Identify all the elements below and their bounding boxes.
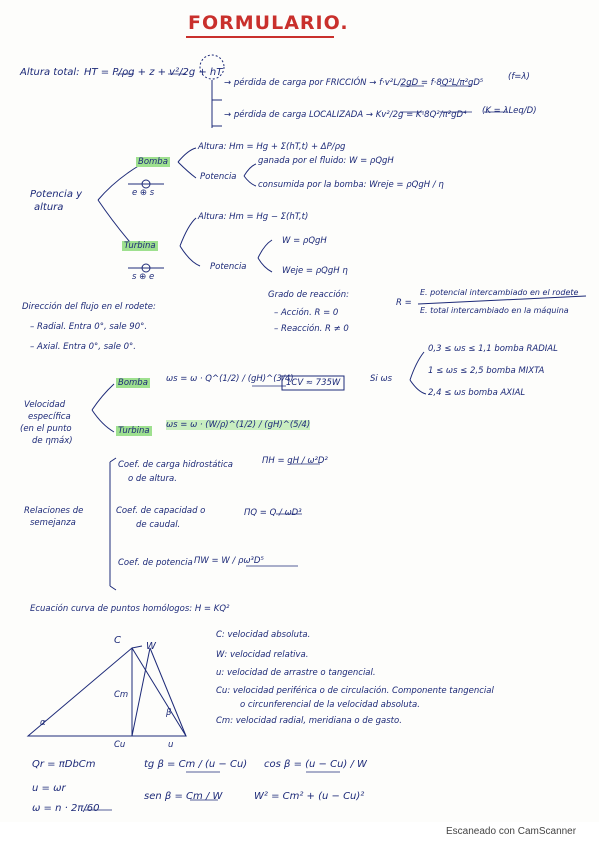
turbina-weje: Weje = ρQgH η [282,266,348,276]
turbina-label: Turbina [122,241,158,251]
direccion-axial: – Axial. Entra 0°, sale 0°. [30,342,136,352]
triangle-u-label: u [168,740,174,750]
triangle-w-line [131,647,151,737]
semejanza-label-1: Relaciones de [24,506,84,516]
r-formula-eq: R = [396,298,412,308]
turbina-brace-top [179,217,197,247]
velesp-brace-top [91,383,115,411]
formula-tg-beta: tg β = Cm / (u − Cu) [144,759,248,770]
velesp-label-2: específica [28,412,71,422]
bomba-pot-brace-bottom [243,175,257,187]
triangle-c-vertex: C [114,635,121,646]
velesp-turbina-label: Turbina [116,426,152,436]
coef-potencia-1: Coef. de potencia [118,558,193,568]
ht-dashed-circle [199,54,225,80]
turbina-pot-brace-bottom [257,257,273,273]
coef-caudal-formula: ΠQ = Q / ωD³ [244,508,302,518]
formula-qr: Qr = πDbCm [32,759,96,770]
turbina-w: W = ρQgH [282,236,327,246]
turbina-altura: Altura: Hm = Hg − Σ(hT,t) [198,212,309,222]
rango-radial: 0,3 ≤ ωs ≤ 1,1 bomba RADIAL [428,344,558,354]
potencia-label-1: Potencia y [30,189,83,200]
coef-caudal-2: de caudal. [136,520,181,530]
title-underline [186,36,334,38]
direccion-title: Dirección del flujo en el rodete: [22,302,156,312]
velesp-label-3: (en el punto [20,424,72,434]
bomba-symbol: e ⊕ s [132,188,155,198]
rango-mixta: 1 ≤ ωs ≤ 2,5 bomba MIXTA [428,366,545,376]
velesp-turbina-formula: ωs = ω · (W/ρ)^(1/2) / (gH)^(5/4) [166,420,311,430]
reaccion-accion: – Acción. R = 0 [274,308,339,318]
potencia-brace-top [97,164,141,201]
triangle-w-vertex: W [146,641,156,652]
bomba-consumida: consumida por la bomba: Wreje = ρQgH / η [258,180,444,190]
turbina-brace-bottom [179,245,201,267]
turbina-symbol: s ⊕ e [132,272,155,282]
velesp-label-4: de ηmáx) [32,436,73,446]
coef-carga-formula: ΠH = gH / ω²D² [262,456,328,466]
bomba-pot-brace-top [243,163,257,177]
bomba-potencia-label: Potencia [200,172,237,182]
curva-title: Ecuación curva de puntos homólogos: H = … [30,604,230,614]
bomba-label: Bomba [136,157,170,167]
cv-equivalence: 1CV ≈ 735W [286,378,341,388]
rango-brace-bottom [409,379,427,395]
formula-u: u = ωr [32,783,66,794]
camscanner-footer: Escaneado con CamScanner [446,826,577,837]
formula-omega: ω = n · 2π/60 [32,803,100,814]
turbina-potencia-label: Potencia [210,262,247,272]
footer-band [0,822,599,848]
r-fraction-line [417,295,587,305]
paper-sheet [0,0,599,822]
triangle-alpha: α [40,718,46,728]
velesp-label-1: Velocidad [24,400,66,410]
def-c: C: velocidad absoluta. [216,630,311,640]
bomba-brace-bottom [177,161,197,179]
coef-caudal-1: Coef. de capacidad o [116,506,206,516]
direccion-radial: – Radial. Entra 0°, sale 90°. [30,322,148,332]
friccion-f-note: (f=λ) [508,72,530,82]
coef-carga-2: o de altura. [128,474,177,484]
formula-cos-beta: cos β = (u − Cu) / W [264,759,367,770]
altura-total-label: Altura total: [20,67,80,78]
bomba-altura: Altura: Hm = Hg + Σ(hT,t) + ΔP/ρg [198,142,346,152]
reaccion-reaccion: – Reacción. R ≠ 0 [274,324,349,334]
def-w: W: velocidad relativa. [216,650,309,660]
si-ws-label: Si ωs [370,374,393,384]
friccion-formula: → pérdida de carga por FRICCIÓN → f·v²L/… [224,78,484,88]
coef-potencia-formula: ΠW = W / ρω³D⁵ [194,556,264,566]
velesp-brace-bottom [91,409,115,433]
bomba-ganada: ganada por el fluido: W = ρQgH [258,156,394,166]
coef-carga-1: Coef. de carga hidrostática [118,460,234,470]
triangle-beta: β [166,708,172,718]
r-numerator: E. potencial intercambiado en el rodete [420,288,579,297]
page-title: FORMULARIO. [188,12,349,34]
def-u: u: velocidad de arrastre o tangencial. [216,668,376,678]
velesp-bomba-label: Bomba [116,378,150,388]
def-cu-2: o circunferencial de la velocidad absolu… [240,700,420,710]
triangle-cu-label: Cu [114,740,126,750]
def-cm: Cm: velocidad radial, meridiana o de gas… [216,716,402,726]
semejanza-label-2: semejanza [30,518,76,528]
localizada-k-note: (K = λLeq/D) [482,106,537,116]
bomba-brace-top [177,147,197,163]
formula-sen-beta: sen β = Cm / W [144,791,223,802]
altura-total-formula: HT = P/ρg + z + v²/2g + hT [84,67,223,78]
rango-brace-top [409,351,425,381]
turbina-pot-brace-top [257,239,273,259]
localizada-formula: → pérdida de carga LOCALIZADA → Kv²/2g =… [224,110,467,120]
cv-box [281,375,345,391]
def-cu-1: Cu: velocidad periférica o de circulació… [216,686,494,696]
reaccion-title: Grado de reacción: [268,290,350,300]
triangle-cm-label: Cm [114,690,129,700]
velocity-triangle [26,647,187,737]
r-denominator: E. total intercambiado en la máquina [420,306,569,315]
formula-w-squared: W² = Cm² + (u − Cu)² [254,791,365,802]
velesp-bomba-formula: ωs = ω · Q^(1/2) / (gH)^(3/4) [166,374,294,384]
potencia-label-2: altura [34,202,64,213]
rango-axial: 2,4 ≤ ωs bomba AXIAL [428,388,526,398]
